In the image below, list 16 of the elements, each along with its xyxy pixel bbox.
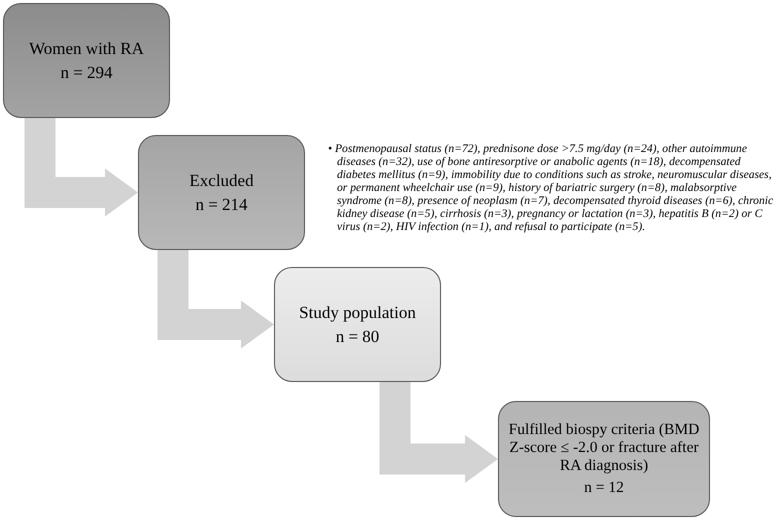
process-box	[498, 401, 710, 517]
box-title: Women with RA	[29, 38, 144, 58]
count-text: n = 214	[195, 194, 248, 214]
count-text: n = 12	[584, 478, 624, 497]
process-box	[3, 3, 170, 118]
count-text: n = 294	[60, 62, 113, 82]
process-box	[274, 267, 441, 382]
block-arrow	[24, 118, 138, 216]
block-arrow	[380, 382, 498, 483]
exclusion-note: • Postmenopausal status (n=72), prednisone dose >7.5 mg/day (n=24), other autoimmune diseases (n=32), use of bone antiresorptive or anabolic agents (n=18), decompensated diabetes mellitus (n=9), immobility due to conditions such as stroke, neuromuscular diseases, or permanent wheelchair use (n=9), history of bariatric surgery (n=8), malabsorptive syndrome (n=8), presence of neoplasm (n=7), decompensated thyroid diseases (n=6), chronic kidney disease (n=5), cirrhosis (n=3), pregnancy or lactation (n=3), hepatitis B (n=2) or C virus (n=2), HIV infection (n=1), and refusal to participate (n=5).	[328, 142, 774, 233]
block-arrow	[158, 250, 274, 348]
process-box	[138, 135, 305, 250]
box-title: Excluded	[189, 170, 254, 190]
count-text: n = 80	[336, 326, 380, 346]
box-title: Fulfilled biospy criteria (BMD Z-score ≤ -2.0 or fracture after RA diagnosis)	[508, 421, 700, 475]
box-title: Study population	[299, 302, 416, 322]
